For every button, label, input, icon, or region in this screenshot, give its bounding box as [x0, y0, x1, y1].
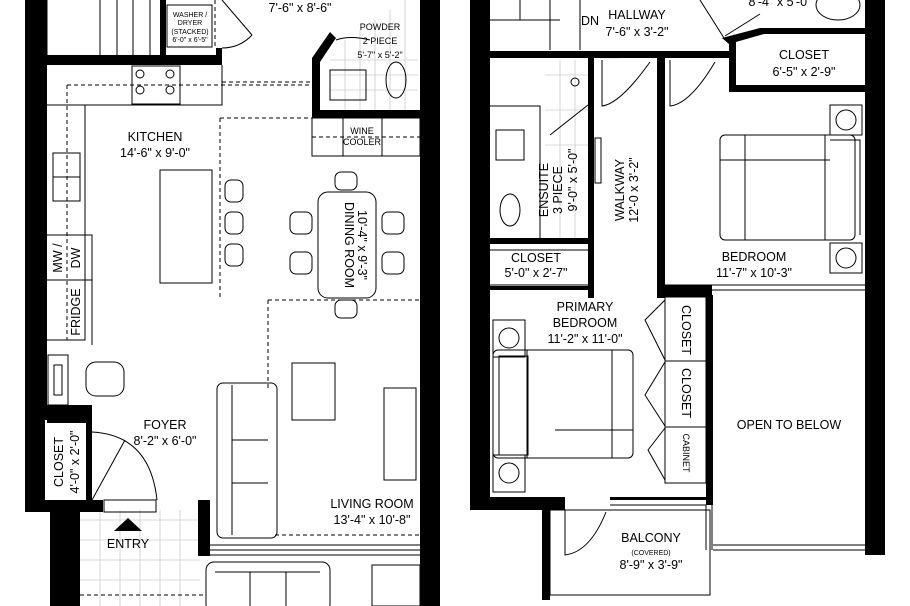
entry-label: ENTRY	[107, 537, 150, 551]
wall	[50, 510, 80, 606]
dining-table	[317, 191, 377, 299]
laundry-label-3: (STACKED)	[171, 29, 208, 36]
dining-label: DINING ROOM	[342, 202, 356, 288]
balcony-note: (COVERED)	[631, 550, 670, 557]
sofa	[216, 382, 278, 539]
wall	[588, 58, 594, 298]
closet-label: CLOSET	[52, 437, 66, 487]
dining-dim: 10'-4" x 9'-3"	[355, 210, 369, 280]
dw-label: DW	[69, 247, 83, 268]
powder-label-1: POWDER	[360, 22, 401, 32]
wall	[420, 0, 440, 606]
fridge-label: FRIDGE	[69, 288, 83, 335]
wall	[470, 497, 565, 510]
closet-b-label: CLOSET	[679, 368, 693, 418]
sink	[495, 129, 525, 161]
wall	[25, 420, 45, 510]
primary-bedroom-dim: 11'-2" x 11'-0"	[547, 332, 622, 346]
wall	[490, 238, 588, 244]
wall	[198, 500, 210, 556]
laundry-dim: 6'-0" x 6'-5"	[172, 37, 208, 44]
wall	[312, 110, 420, 118]
laundry-label-1: WASHER /	[173, 12, 207, 19]
closet-mid-label: CLOSET	[511, 251, 561, 265]
wall	[312, 32, 336, 118]
floor-tiles	[80, 0, 418, 606]
ensuite-label-1: ENSUITE	[537, 163, 551, 217]
wall	[865, 0, 885, 555]
living-room-label: LIVING ROOM	[330, 497, 413, 511]
wall	[542, 510, 550, 600]
bedroom-dim: 11'-7" x 10'-3"	[716, 266, 792, 280]
bed	[719, 134, 856, 241]
walkway-dim: 12'-0 x 3'-2"	[627, 157, 641, 223]
wall	[722, 28, 865, 92]
hallway-dim: 7'-6" x 3'-2"	[606, 25, 669, 39]
wall	[706, 295, 713, 505]
wall	[86, 420, 92, 500]
partial-room-dim: 7'-6" x 8'-6"	[269, 1, 332, 15]
wall	[25, 500, 103, 512]
wall	[470, 0, 490, 505]
primary-bedroom-label-2: BEDROOM	[553, 316, 618, 330]
wall	[657, 58, 665, 298]
closet-top-label: CLOSET	[779, 48, 829, 62]
open-to-below-label: OPEN TO BELOW	[737, 418, 842, 432]
hallway-label: HALLWAY	[608, 8, 666, 22]
bedroom-label: BEDROOM	[722, 250, 787, 264]
powder-label-2: 2 PIECE	[363, 36, 398, 46]
laundry-label-2: DRYER	[178, 20, 202, 27]
powder-dim: 5'-7" x 5'-2"	[357, 50, 402, 60]
dn-label: DN	[581, 14, 599, 28]
wall	[47, 405, 92, 423]
lower-level-plan	[25, 0, 440, 606]
wall	[216, 48, 222, 65]
wall	[657, 285, 712, 297]
kitchen-dim: 14'-6" x 9'-0"	[120, 146, 190, 160]
upper-level-plan	[470, 0, 885, 600]
foyer-label: FOYER	[143, 418, 186, 432]
wine-cooler-label-1: WINE	[350, 126, 374, 136]
cabinet-label: CABINET	[681, 433, 691, 473]
wall	[25, 0, 47, 420]
room-labels: 7'-6" x 8'-6" WASHER / DRYER (STACKED) 6…	[51, 0, 841, 572]
closet-dim: 4'-0" x 2'-0"	[68, 431, 82, 494]
ensuite-dim: 9'-0" x 5'-0"	[566, 149, 580, 212]
balcony-dim: 8'-9" x 3'-9"	[620, 558, 683, 572]
bed	[492, 349, 634, 459]
wall	[45, 55, 222, 65]
living-room-dim: 13'-4" x 10'-8"	[334, 513, 411, 527]
closet-top-dim: 6'-5" x 2'-9"	[773, 65, 836, 79]
balcony-label: BALCONY	[621, 531, 681, 545]
mw-label: MW /	[51, 243, 65, 273]
wall	[490, 51, 735, 58]
closet-a-label: CLOSET	[679, 305, 693, 355]
wine-cooler-label-2: COOLER	[343, 137, 382, 147]
wall	[490, 286, 588, 290]
closet-mid-dim: 5'-0" x 2'-7"	[505, 266, 568, 280]
foyer-dim: 8'-2" x 6'-0"	[134, 434, 197, 448]
primary-bedroom-label-1: PRIMARY	[557, 300, 614, 314]
walkway-label: WALKWAY	[613, 158, 627, 221]
kitchen-label: KITCHEN	[128, 130, 183, 144]
coffee-table	[291, 362, 336, 421]
ensuite-label-2: 3 PIECE	[551, 166, 565, 214]
tv-console	[383, 387, 417, 481]
wall	[610, 497, 708, 500]
wall	[160, 0, 166, 58]
entry-arrow-icon	[114, 518, 142, 531]
kitchen-island	[159, 169, 213, 284]
partial-room-dim: 8'-4" x 5'-0"	[749, 0, 812, 9]
